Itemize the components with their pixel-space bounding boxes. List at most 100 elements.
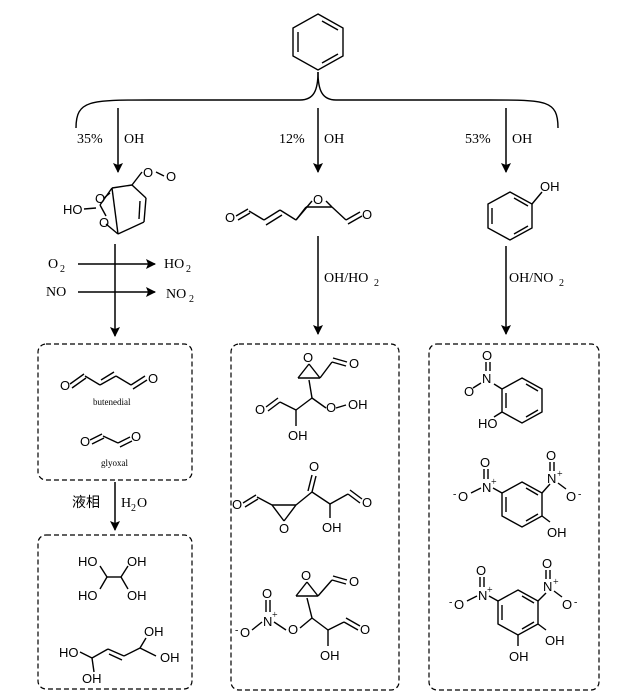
middle-product-3: O O O N + O O - OH O	[235, 568, 370, 663]
glyoxal-o1: O	[80, 434, 90, 449]
butenedial-label: butenedial	[93, 397, 131, 407]
mp3-ald-o1: O	[349, 574, 359, 589]
water-label-o: O	[137, 496, 147, 511]
dnp-oh: OH	[547, 525, 567, 540]
bhyd-oh3: OH	[160, 650, 180, 665]
dnp-n2-o1: O	[458, 489, 468, 504]
bhyd-oh2: OH	[144, 624, 164, 639]
butenedial-hydrate: HO OH OH OH	[59, 624, 180, 686]
mp3-ester-o: O	[288, 622, 298, 637]
mp3-oh: OH	[320, 648, 340, 663]
mp1-epox-o: O	[303, 350, 313, 365]
mp2-o-left: O	[232, 497, 242, 512]
peroxy-ho-label: HO	[63, 202, 83, 217]
pathway-2-percent: 12%	[279, 132, 305, 147]
pathway-1: 35% OH	[77, 108, 144, 173]
mp2-o-right: O	[362, 495, 372, 510]
epoxide-dialdehyde: O O O	[225, 192, 372, 226]
mp1-ald-o2: O	[255, 402, 265, 417]
np-o1: O	[482, 348, 492, 363]
right-box	[428, 343, 600, 691]
nitrophenol: N O O HO	[464, 348, 543, 431]
glyoxal-o2: O	[131, 429, 141, 444]
mp3-n: N	[263, 614, 272, 629]
mp3-no2-o2: O	[240, 625, 250, 640]
reaction-no-reactant: NO	[46, 285, 66, 300]
tnp-n2: N	[478, 588, 487, 603]
butenedial-o2: O	[148, 371, 158, 386]
epox-o-right: O	[362, 207, 372, 222]
tnp-n1: N	[543, 579, 552, 594]
phenol-molecule: OH	[487, 179, 560, 241]
tnp-n2-o2: O	[476, 563, 486, 578]
hydrate-ho1: HO	[78, 554, 98, 569]
tnp-n1-o2-minus: -	[574, 597, 577, 608]
tnp-n2-o1-minus: -	[449, 597, 452, 608]
dnp-n1-plus: +	[557, 469, 563, 480]
reaction-no-product: NO	[166, 287, 186, 302]
middle-product-2: O O O OH O	[232, 459, 372, 536]
peroxy-bridge-o2: O	[99, 215, 109, 230]
mp2-keto-o: O	[309, 459, 319, 474]
reaction-o2-reactant-sub: 2	[60, 264, 65, 275]
mp1-ald-o1: O	[349, 356, 359, 371]
tnp-oh2: OH	[509, 649, 529, 664]
tnp-oh1: OH	[545, 633, 565, 648]
dnp-n1: N	[547, 471, 556, 486]
hydrate-oh1: OH	[127, 554, 147, 569]
epox-o-left: O	[225, 210, 235, 225]
tnp-n1-o1: O	[542, 556, 552, 571]
mp3-epox-o: O	[301, 568, 311, 583]
peroxy-oo-o2: O	[166, 169, 176, 184]
bhyd-oh1: OH	[82, 671, 102, 686]
pathway-3-percent: 53%	[465, 132, 491, 147]
np-o2: O	[464, 384, 474, 399]
dinitrophenol: N + O O - N + O - O OH	[453, 448, 581, 540]
trinitrophenol: N + O O - N + O - O OH OH	[449, 556, 577, 664]
mp3-n-plus: +	[272, 610, 278, 621]
tnp-n2-plus: +	[487, 585, 493, 596]
reaction-o2-reactant: O	[48, 257, 58, 272]
np-n: N	[482, 371, 491, 386]
epox-ring-o: O	[313, 192, 323, 207]
left-box-1	[37, 343, 193, 481]
butenedial-molecule: O O butenedial	[60, 371, 158, 407]
reaction-o2: O 2 HO 2	[48, 257, 191, 275]
dnp-n1-o2: O	[566, 489, 576, 504]
reaction-o2-product-sub: 2	[186, 264, 191, 275]
hydrate-ho2: HO	[78, 588, 98, 603]
middle-reagent-label: OH/HO	[324, 271, 368, 286]
dnp-n1-o1: O	[546, 448, 556, 463]
glyoxal-hydrate: HO OH HO OH	[78, 554, 147, 603]
pathway-2-reagent: OH	[324, 132, 344, 147]
branching-brace	[75, 71, 559, 129]
pathway-1-reagent: OH	[124, 132, 144, 147]
bhyd-ho1: HO	[59, 645, 79, 660]
pathway-3-reagent: OH	[512, 132, 532, 147]
aqueous-phase-label: 液相	[72, 495, 100, 511]
middle-product-1: O O O OH OH O	[255, 350, 368, 443]
benzene-molecule	[292, 13, 344, 71]
mp1-ooh: OH	[348, 397, 368, 412]
reaction-no-product-sub: 2	[189, 294, 194, 305]
mp1-oh: OH	[288, 428, 308, 443]
mp3-ald-o2: O	[360, 622, 370, 637]
tnp-n1-plus: +	[553, 577, 559, 588]
reaction-no: NO NO 2	[46, 285, 194, 305]
mp3-no2-o1: O	[262, 586, 272, 601]
bicyclic-peroxy-radical: HO O O O O	[63, 165, 176, 235]
water-label-sub: 2	[131, 503, 136, 514]
mp1-oo-o: O	[326, 400, 336, 415]
reaction-o2-product: HO	[164, 257, 184, 272]
butenedial-o1: O	[60, 378, 70, 393]
dnp-n2: N	[482, 480, 491, 495]
water-label-h: H	[121, 496, 131, 511]
np-oh: HO	[478, 416, 498, 431]
pathway-2: 12% OH	[279, 108, 344, 173]
pathway-1-percent: 35%	[77, 132, 103, 147]
tnp-n2-o1: O	[454, 597, 464, 612]
left-box-2	[37, 534, 193, 690]
peroxy-bridge-o1: O	[95, 191, 105, 206]
